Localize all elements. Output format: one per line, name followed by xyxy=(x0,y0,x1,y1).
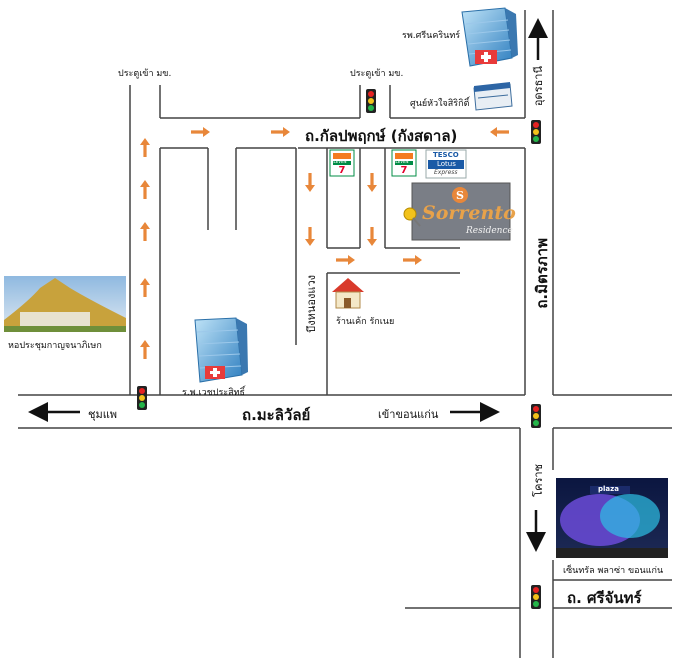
gate-label-right: ประตูเข้า มข. xyxy=(350,69,404,79)
traffic-light-icon xyxy=(531,585,541,609)
direction-arrows xyxy=(28,18,548,552)
orange-arrow-icon xyxy=(140,222,150,241)
traffic-arrows xyxy=(140,127,509,359)
orange-arrow-icon xyxy=(336,255,355,265)
place-label-wetchaprasit: ร.พ.เวชประสิทธิ์ xyxy=(182,388,246,398)
express-text: Express xyxy=(434,169,458,176)
orange-arrow-icon xyxy=(367,173,377,192)
road-lines xyxy=(18,10,672,658)
seven-eleven-text: ELEVEN xyxy=(393,159,409,164)
orange-arrow-icon xyxy=(140,278,150,297)
road-label-nongkhaeng: บึงหนองแวง xyxy=(305,275,318,333)
heart-center-building-icon xyxy=(473,82,513,111)
traffic-light-icon xyxy=(531,404,541,428)
pushpin-icon xyxy=(403,207,421,227)
gate-label-left: ประตูเข้า มข. xyxy=(118,69,172,79)
direction-label-chumphae: ชุมแพ xyxy=(88,408,118,421)
place-label-bakery: ร้านเค้ก รักเนย xyxy=(336,317,395,327)
hospital-building-icon xyxy=(194,317,248,383)
tesco-text: TESCO xyxy=(433,151,459,159)
lotus-text: Lotus xyxy=(437,160,456,168)
traffic-light-icon xyxy=(531,120,541,144)
orange-arrow-icon xyxy=(271,127,290,137)
sorrento-residence-sign: S xyxy=(411,182,511,241)
plaza-sign-text: plaza xyxy=(598,485,619,493)
place-label-srinagarind: รพ.ศรีนครินทร์ xyxy=(402,31,461,41)
bakery-house-icon xyxy=(332,278,364,309)
road-label-srichan: ถ. ศรีจันทร์ xyxy=(567,589,642,607)
road-label-mittraphap: ถ.มิตรภาพ xyxy=(533,238,551,309)
place-label-heart-center: ศูนย์หัวใจสิริกิติ์ xyxy=(410,99,470,109)
svg-text:S: S xyxy=(456,189,464,202)
hospital-building-icon xyxy=(461,7,518,67)
orange-arrow-icon xyxy=(367,227,377,246)
orange-arrow-icon xyxy=(140,180,150,199)
place-label-central-plaza: เซ็นทรัล พลาซ่า ขอนแก่น xyxy=(563,566,664,576)
direction-label-korat: โคราช xyxy=(532,464,545,497)
seven-eleven-text: ELEVEN xyxy=(331,159,347,164)
place-label-convention-hall: หอประชุมกาญจนาภิเษก xyxy=(8,341,102,351)
direction-label-to-khonkaen: เข้าขอนแก่น xyxy=(378,408,439,421)
road-label-maliwan: ถ.มะลิวัลย์ xyxy=(242,406,311,424)
traffic-light-icon xyxy=(366,89,376,113)
orange-arrow-icon xyxy=(490,127,509,137)
orange-arrow-icon xyxy=(140,340,150,359)
traffic-light-icon xyxy=(137,386,147,410)
orange-arrow-icon xyxy=(403,255,422,265)
orange-arrow-icon xyxy=(140,138,150,157)
road-label-kanlapaphruek: ถ.กัลปพฤกษ์ (กังสดาล) xyxy=(305,127,458,145)
sorrento-subtitle: Residence xyxy=(466,226,513,236)
seven-eleven-logo: 7 xyxy=(391,149,417,177)
direction-label-udon: อุดรธานี xyxy=(532,66,545,107)
svg-text:7: 7 xyxy=(401,165,408,176)
tesco-lotus-logo xyxy=(425,149,467,179)
orange-arrow-icon xyxy=(305,227,315,246)
orange-arrow-icon xyxy=(305,173,315,192)
traffic-lights xyxy=(137,89,541,609)
sorrento-name: Sorrento xyxy=(422,202,516,224)
convention-hall-photo xyxy=(4,276,126,332)
svg-text:7: 7 xyxy=(339,165,346,176)
seven-eleven-logo: 7 xyxy=(329,149,355,177)
orange-arrow-icon xyxy=(191,127,210,137)
central-plaza-photo xyxy=(556,478,668,558)
